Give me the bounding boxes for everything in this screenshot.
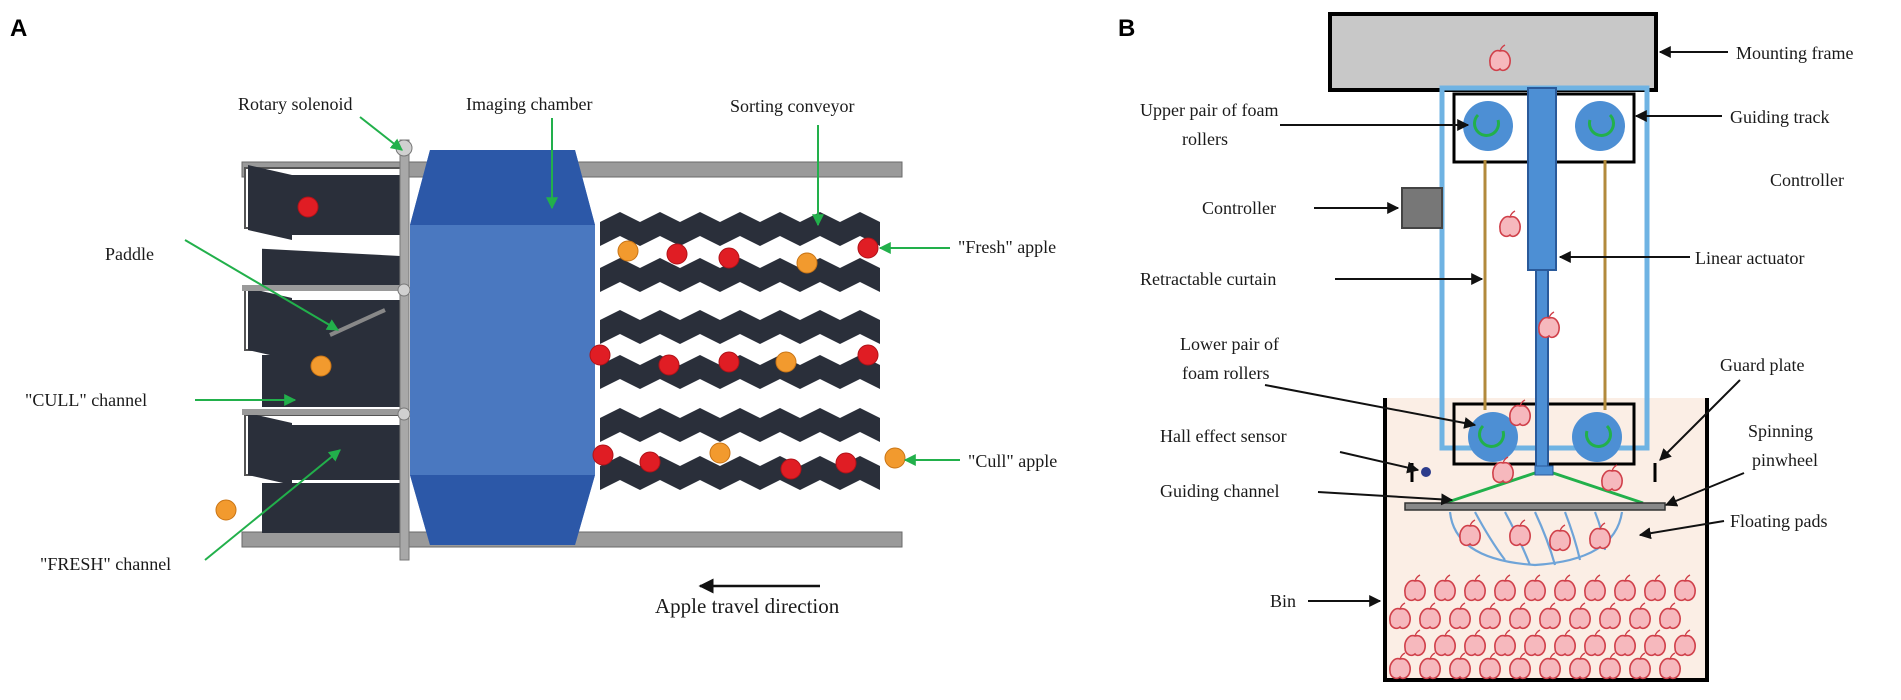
label-upper-rollers-2: rollers [1182, 129, 1228, 149]
paddle [329, 308, 386, 337]
spinning-pinwheel [1404, 502, 1666, 511]
label-upper-rollers-1: Upper pair of foam [1140, 100, 1278, 120]
label-cull-channel: "CULL" channel [25, 390, 147, 410]
label-fresh-apple: "Fresh" apple [958, 237, 1056, 257]
label-mounting-frame: Mounting frame [1736, 43, 1853, 63]
label-rotary-solenoid: Rotary solenoid [238, 94, 353, 114]
panel-b-letter: B [1118, 15, 1135, 42]
hall-effect-sensor [1421, 467, 1431, 477]
controller-box [1401, 187, 1443, 229]
label-controller-left: Controller [1202, 198, 1276, 218]
label-lower-rollers-2: foam rollers [1182, 363, 1269, 383]
sort-channels [242, 165, 406, 533]
label-spinning-2: pinwheel [1752, 450, 1818, 470]
label-retractable-curtain: Retractable curtain [1140, 269, 1276, 289]
label-imaging-chamber: Imaging chamber [466, 94, 592, 114]
label-paddle: Paddle [105, 244, 154, 264]
label-guard-plate: Guard plate [1720, 355, 1804, 375]
solenoid-post [399, 139, 410, 561]
label-controller-right: Controller [1770, 170, 1844, 190]
label-cull-apple: "Cull" apple [968, 451, 1057, 471]
lower-foam-rollers [1468, 412, 1622, 462]
panel-a-letter: A [10, 15, 27, 42]
label-linear-actuator: Linear actuator [1695, 248, 1804, 268]
label-lower-rollers-1: Lower pair of [1180, 334, 1279, 354]
linear-actuator [1527, 87, 1557, 271]
label-guiding-track: Guiding track [1730, 107, 1829, 127]
label-sorting-conveyor: Sorting conveyor [730, 96, 854, 116]
label-bin: Bin [1270, 591, 1296, 611]
label-hall-sensor: Hall effect sensor [1160, 426, 1287, 446]
upper-foam-rollers [1463, 101, 1625, 151]
imaging-chamber [410, 150, 595, 545]
label-floating-pads: Floating pads [1730, 511, 1828, 531]
panel-a: A [10, 15, 1057, 618]
label-travel-direction: Apple travel direction [655, 594, 840, 618]
label-spinning-1: Spinning [1748, 421, 1813, 441]
panel-b: B [1118, 12, 1853, 682]
sorting-conveyor [600, 212, 880, 490]
label-guiding-channel: Guiding channel [1160, 481, 1279, 501]
label-fresh-channel: "FRESH" channel [40, 554, 171, 574]
